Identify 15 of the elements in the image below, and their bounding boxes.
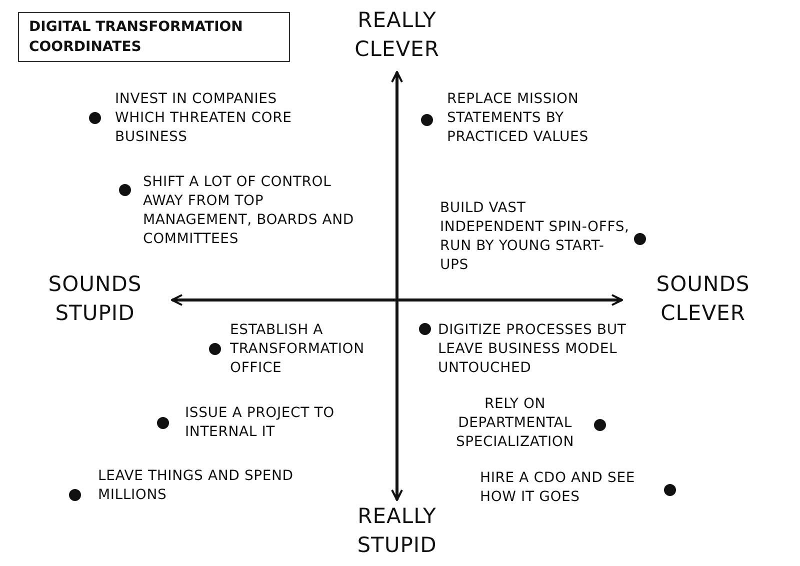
title-box: DIGITAL TRANSFORMATION COORDINATES	[18, 12, 290, 62]
item-label: ESTABLISH A TRANSFORMATION OFFICE	[230, 321, 366, 378]
item-label: ISSUE A PROJECT TO INTERNAL IT	[185, 404, 336, 442]
axis-label: REALLY STUPID	[356, 503, 438, 559]
axis-label: REALLY CLEVER	[354, 7, 440, 63]
axis-label: SOUNDS CLEVER	[655, 271, 751, 327]
item-label: RELY ON DEPARTMENTAL SPECIALIZATION	[454, 395, 576, 452]
item-label: DIGITIZE PROCESSES BUT LEAVE BUSINESS MODEL UNTOUCHED	[438, 321, 628, 378]
item-label: REPLACE MISSION STATEMENTS BY PRACTICED VALUES	[447, 90, 590, 147]
axis-label: SOUNDS STUPID	[47, 271, 143, 327]
item-label: LEAVE THINGS AND SPEND MILLIONS	[98, 467, 294, 505]
item-label: BUILD VAST INDEPENDENT SPIN-OFFS, RUN BY YOUNG START-UPS	[440, 199, 630, 275]
item-label: SHIFT A LOT OF CONTROL AWAY FROM TOP MANAGEMENT, BOARDS AND COMMITTEES	[143, 173, 355, 249]
item-label: HIRE A CDO AND SEE HOW IT GOES	[480, 469, 636, 507]
item-label: INVEST IN COMPANIES WHICH THREATEN CORE BUSINESS	[115, 90, 293, 147]
